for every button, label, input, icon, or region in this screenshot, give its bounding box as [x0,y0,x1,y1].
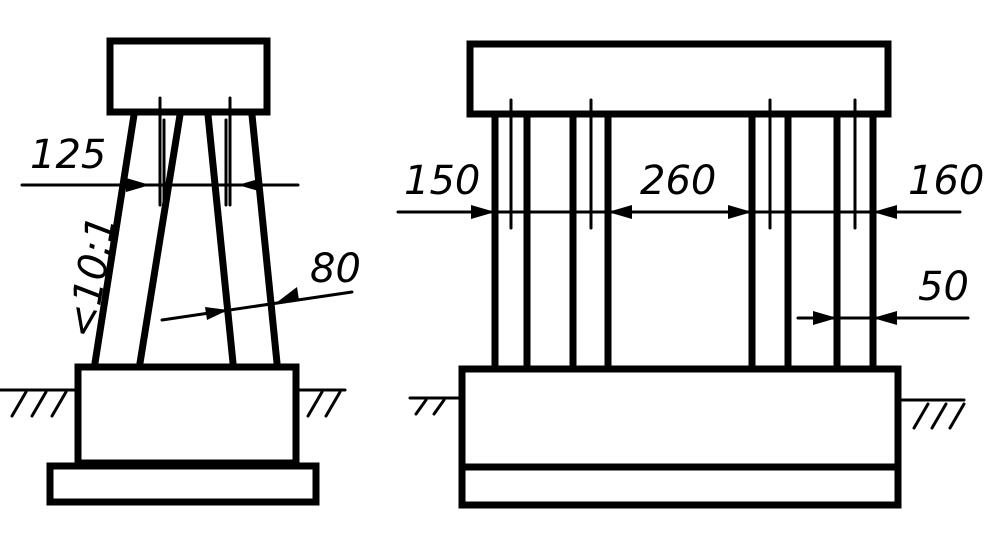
dimension-50-arrows [813,311,897,325]
right-piles [491,113,877,369]
dimension-80 [160,290,354,322]
left-foundation-block [74,363,300,467]
dimension-label-160: 160 [908,158,984,204]
hatch-line [30,390,48,418]
left-pile-cap [106,37,271,116]
hatch-line [912,402,930,430]
arrow-head [813,311,837,325]
arrow-head [205,307,228,320]
right-axis-lines [509,98,857,230]
arrow-head [608,205,632,219]
right-view [396,40,970,509]
dimension-label-260: 260 [640,158,716,204]
pile-line [248,111,281,367]
right-base-plate [458,463,902,509]
pile-line [204,111,237,367]
hatch-line [432,398,446,416]
right-dimension-arrows [471,205,897,219]
arrow-head [238,178,262,192]
dimension-label-150: 150 [404,158,480,204]
arrow-head [873,205,897,219]
left-extension-lines [158,96,232,207]
hatch-line [414,398,428,416]
left-view [0,37,354,506]
dimension-125-arrows [126,178,262,192]
dimension-80-arrows [205,287,299,320]
arrow-head [728,205,752,219]
right-ground-hatch [408,396,966,430]
slope-label: <10:1 [59,212,126,341]
hatch-line [324,390,342,418]
right-pile-cap [466,40,892,118]
arrow-head [276,287,299,303]
dimension-label-125: 125 [30,132,106,178]
hatch-line [306,390,324,418]
pile-line [136,111,184,367]
arrow-head [873,311,897,325]
left-piles [91,111,281,367]
pile-line [91,111,138,367]
hatch-line [930,402,948,430]
left-base-plate [46,462,320,506]
right-foundation-block [458,365,902,471]
arrow-head [126,178,150,192]
dimension-line [160,290,354,322]
left-ground-hatch [0,388,347,418]
hatch-line [10,390,28,418]
hatch-line [948,402,966,430]
dimension-label-80: 80 [310,246,361,292]
arrow-head [471,205,495,219]
dimension-label-50: 50 [918,264,969,310]
hatch-line [50,390,68,418]
